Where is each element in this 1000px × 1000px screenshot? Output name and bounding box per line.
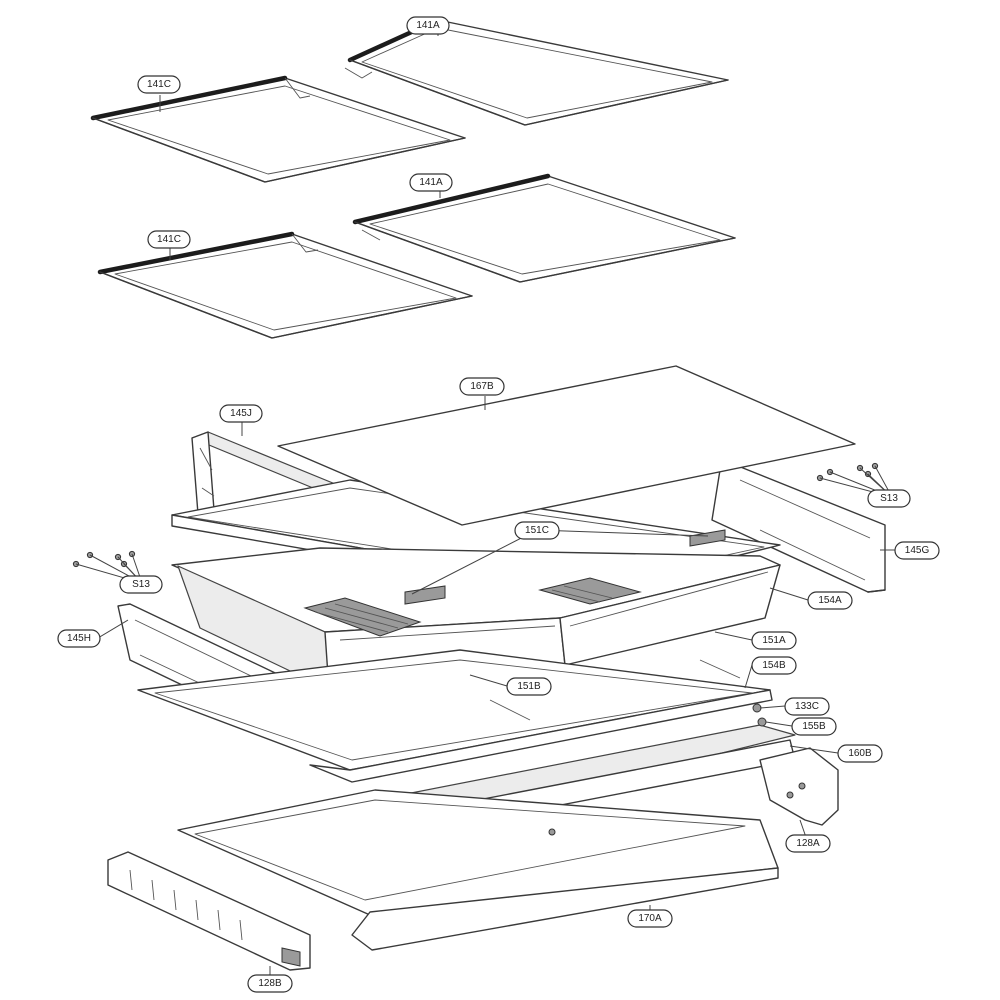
callout-155b: 155B <box>791 717 837 736</box>
glass-shelf-141c-top <box>90 75 466 183</box>
svg-text:154A: 154A <box>818 595 842 606</box>
svg-text:145H: 145H <box>67 633 91 644</box>
callout-141a-mid: 141A <box>409 173 453 192</box>
callout-145j: 145J <box>219 404 263 423</box>
crisper-drawers <box>171 529 781 706</box>
callout-154b: 154B <box>751 656 797 675</box>
part-155b <box>757 717 767 727</box>
callout-170a: 170A <box>627 909 673 928</box>
callout-145g: 145G <box>894 541 940 560</box>
svg-text:128A: 128A <box>796 838 820 849</box>
callout-133c: 133C <box>784 697 830 716</box>
callout-151a: 151A <box>751 631 797 650</box>
callout-128a: 128A <box>785 834 831 853</box>
lower-shelf-frame-154b <box>137 649 773 783</box>
svg-text:170A: 170A <box>638 913 662 924</box>
callout-151c: 151C <box>514 521 560 540</box>
glass-shelf-141a-top <box>344 17 729 126</box>
glass-shelf-141a-mid <box>352 173 736 283</box>
svg-text:S13: S13 <box>880 493 898 504</box>
svg-text:141C: 141C <box>157 234 181 245</box>
glass-panel-167b <box>277 365 856 526</box>
callout-141a-top: 141A <box>406 16 450 35</box>
svg-text:141A: 141A <box>416 20 440 31</box>
end-cap-128b <box>107 851 311 971</box>
callout-141c-mid: 141C <box>147 230 191 249</box>
drawer-vent-grille-right <box>538 577 642 605</box>
drawer-vent-grille-left <box>303 597 422 637</box>
callout-s13-right: S13 <box>867 489 911 508</box>
callout-151b: 151B <box>506 677 552 696</box>
callout-141c-top: 141C <box>137 75 181 94</box>
svg-text:167B: 167B <box>470 381 494 392</box>
glass-shelf-141c-mid <box>97 231 473 339</box>
callout-145h: 145H <box>57 629 101 648</box>
callout-s13-left: S13 <box>119 575 163 594</box>
svg-text:151C: 151C <box>525 525 549 536</box>
callout-167b: 167B <box>459 377 505 396</box>
svg-text:S13: S13 <box>132 579 150 590</box>
end-cap-128a <box>759 747 839 826</box>
svg-text:128B: 128B <box>258 978 282 989</box>
svg-text:141C: 141C <box>147 79 171 90</box>
callout-160b: 160B <box>837 744 883 763</box>
screw-set-s13-right <box>816 462 879 482</box>
callout-154a: 154A <box>807 591 853 610</box>
svg-text:154B: 154B <box>762 660 786 671</box>
svg-text:155B: 155B <box>802 721 826 732</box>
svg-text:160B: 160B <box>848 748 872 759</box>
svg-text:133C: 133C <box>795 701 819 712</box>
part-133c <box>752 703 762 713</box>
callout-128b: 128B <box>247 974 293 993</box>
svg-text:151B: 151B <box>517 681 541 692</box>
svg-text:141A: 141A <box>419 177 443 188</box>
svg-text:145J: 145J <box>230 408 252 419</box>
svg-text:145G: 145G <box>905 545 930 556</box>
svg-text:151A: 151A <box>762 635 786 646</box>
bottom-drawer-170a <box>177 789 779 951</box>
